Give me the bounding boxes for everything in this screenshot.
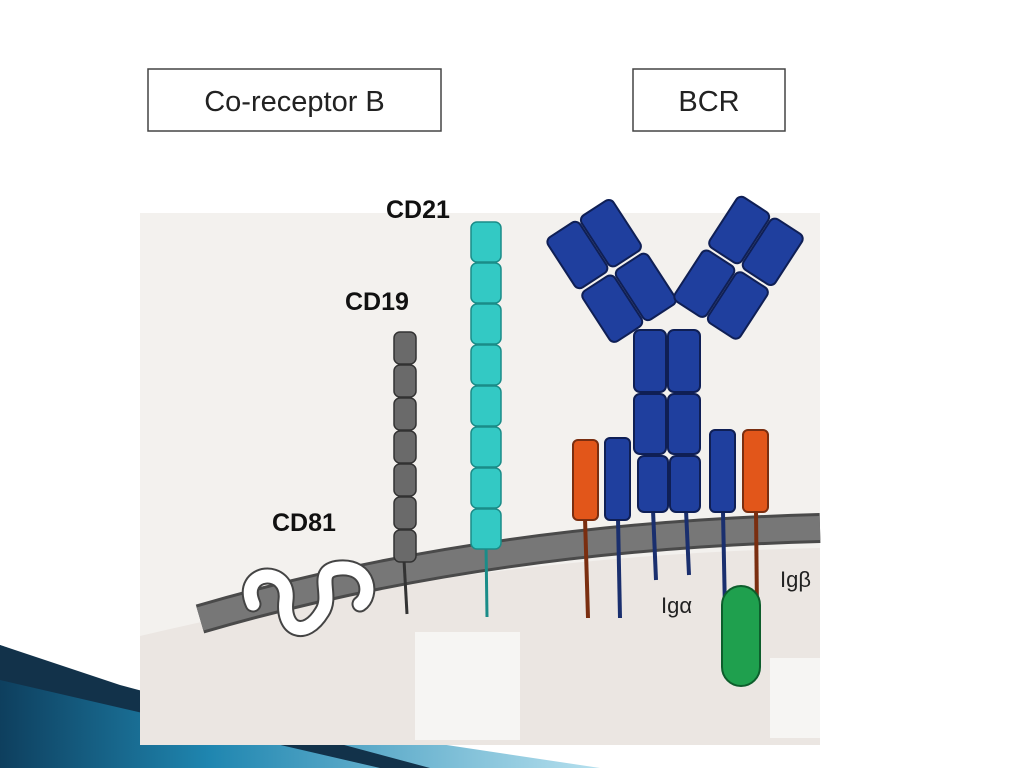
cd19-domain xyxy=(393,463,417,497)
coreceptor-box-label: Co-receptor B xyxy=(204,86,385,118)
bcr-fab-right xyxy=(673,195,804,340)
cd21-domain xyxy=(470,385,502,427)
cd21-domain xyxy=(470,303,502,345)
cd21-domain xyxy=(470,426,502,468)
cd19-domain xyxy=(393,364,417,398)
cd19-molecule: CD19 xyxy=(345,288,417,615)
ig-beta-label: Igβ xyxy=(780,567,811,592)
bcr-box: BCR xyxy=(632,68,786,132)
kinase-blob xyxy=(721,585,761,687)
cd21-domain xyxy=(470,262,502,304)
ig-alpha-label: Igα xyxy=(661,593,692,618)
cd19-domain xyxy=(393,496,417,530)
bcr-complex: Igα Igβ xyxy=(546,195,811,687)
panel-patch xyxy=(770,658,820,738)
cd19-domains xyxy=(393,331,417,563)
cd19-domain xyxy=(393,397,417,431)
coreceptor-box: Co-receptor B xyxy=(147,68,442,132)
cd21-domain xyxy=(470,221,502,263)
cd21-domains xyxy=(470,221,502,550)
bcr-fc-stem xyxy=(633,329,701,513)
ig-alpha-beta-left xyxy=(572,437,631,619)
cd19-domain xyxy=(393,331,417,365)
cd19-label: CD19 xyxy=(345,288,409,316)
bcr-fab-left xyxy=(546,199,677,343)
cd21-molecule: CD21 xyxy=(386,196,502,618)
cd19-domain xyxy=(393,529,417,563)
cd21-domain xyxy=(470,344,502,386)
cd21-domain xyxy=(470,508,502,550)
cd19-domain xyxy=(393,430,417,464)
cd21-label: CD21 xyxy=(386,196,450,224)
cd21-domain xyxy=(470,467,502,509)
panel-patch xyxy=(415,632,520,740)
cd81-molecule: CD81 xyxy=(242,509,376,637)
bcr-box-label: BCR xyxy=(678,86,739,118)
cd81-label: CD81 xyxy=(272,509,336,537)
